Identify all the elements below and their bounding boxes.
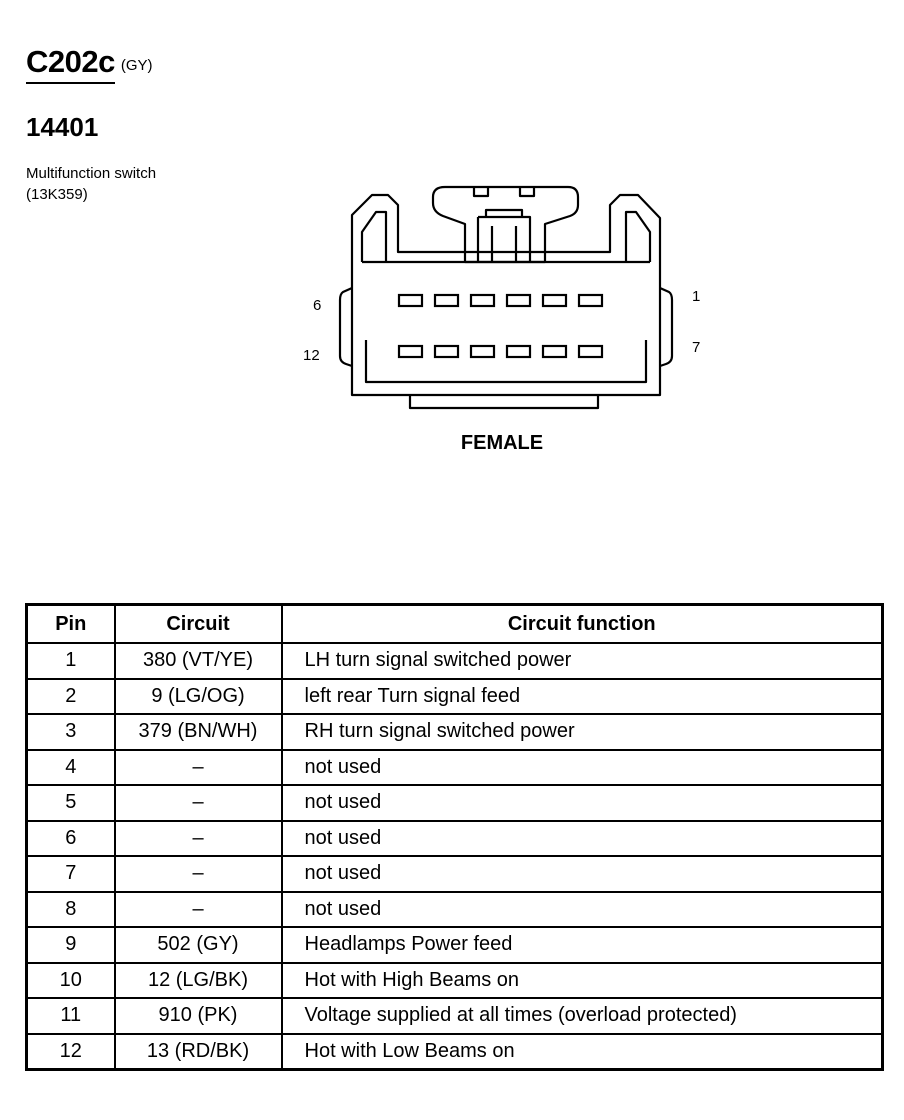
- circuit-cell: –: [113, 819, 283, 857]
- column-header-circuit-function: Circuit function: [280, 603, 884, 644]
- pin-number-cell: 12: [25, 1032, 116, 1071]
- circuit-cell: 12 (LG/BK): [113, 961, 283, 999]
- table-row: 4–not used: [25, 748, 884, 786]
- bottom-ledge: [408, 395, 600, 410]
- circuit-function-cell: Headlamps Power feed: [280, 926, 884, 964]
- circuit-function-cell: not used: [280, 748, 884, 786]
- pin-number-cell: 6: [25, 819, 116, 857]
- table-header-row: Pin Circuit Circuit function: [25, 603, 884, 644]
- pin-label-top-right: 1: [692, 288, 700, 305]
- circuit-function-cell: RH turn signal switched power: [280, 713, 884, 751]
- connector-housing-outline: [350, 193, 662, 397]
- connector-color: (GY): [120, 57, 153, 74]
- table-row: 8–not used: [25, 890, 884, 928]
- pin-number-cell: 11: [25, 997, 116, 1035]
- connector-face-diagram: 6 12 1 7 FEMALE: [303, 185, 700, 454]
- connector-code: C202c: [26, 44, 115, 84]
- circuit-cell: –: [113, 748, 283, 786]
- circuit-cell: 910 (PK): [113, 997, 283, 1035]
- connector-gender-label: FEMALE: [461, 432, 543, 454]
- pin-cavity: [469, 293, 496, 308]
- column-header-pin: Pin: [25, 603, 116, 644]
- circuit-cell: 502 (GY): [113, 926, 283, 964]
- circuit-function-cell: not used: [280, 819, 884, 857]
- circuit-cell: –: [113, 890, 283, 928]
- pin-cavity: [505, 344, 532, 359]
- description-part-code: (13K359): [26, 186, 88, 203]
- pin-number-cell: 7: [25, 855, 116, 893]
- pin-label-top-left: 6: [313, 297, 321, 314]
- circuit-cell: 379 (BN/WH): [113, 713, 283, 751]
- circuit-function-cell: not used: [280, 784, 884, 822]
- pin-number-cell: 1: [25, 642, 116, 680]
- circuit-function-cell: left rear Turn signal feed: [280, 677, 884, 715]
- pin-label-bottom-right: 7: [692, 339, 700, 356]
- circuit-function-cell: not used: [280, 890, 884, 928]
- circuit-function-cell: Hot with Low Beams on: [280, 1032, 884, 1071]
- circuit-function-cell: Voltage supplied at all times (overload …: [280, 997, 884, 1035]
- pin-cavity: [433, 344, 460, 359]
- pin-cavity: [541, 344, 568, 359]
- pin-number-cell: 8: [25, 890, 116, 928]
- pin-number-cell: 9: [25, 926, 116, 964]
- left-side-latch: [338, 286, 353, 368]
- circuit-cell: –: [113, 855, 283, 893]
- component-description: Multifunction switch (13K359): [26, 163, 156, 205]
- part-number: 14401: [26, 112, 99, 142]
- connector-header: C202c (GY): [26, 44, 153, 84]
- circuit-cell: 13 (RD/BK): [113, 1032, 283, 1071]
- circuit-cell: 380 (VT/YE): [113, 642, 283, 680]
- pin-cavity: [541, 293, 568, 308]
- description-name: Multifunction switch: [26, 165, 157, 182]
- pin-cavity: [433, 293, 460, 308]
- pin-number-cell: 5: [25, 784, 116, 822]
- pin-cavity: [397, 293, 424, 308]
- circuit-cell: 9 (LG/OG): [113, 677, 283, 715]
- locking-tab: [431, 185, 580, 264]
- circuit-function-cell: LH turn signal switched power: [280, 642, 884, 680]
- pin-cavity: [397, 344, 424, 359]
- pin-cavity: [577, 293, 604, 308]
- pin-cavity: [505, 293, 532, 308]
- pin-cavity: [577, 344, 604, 359]
- table-row: 6–not used: [25, 819, 884, 857]
- pin-number-cell: 3: [25, 713, 116, 751]
- pin-label-bottom-left: 12: [303, 347, 320, 364]
- table-row: 5–not used: [25, 784, 884, 822]
- circuit-cell: –: [113, 784, 283, 822]
- column-header-circuit: Circuit: [113, 603, 283, 644]
- pin-number-cell: 10: [25, 961, 116, 999]
- table-row: 7–not used: [25, 855, 884, 893]
- pin-number-cell: 2: [25, 677, 116, 715]
- circuit-function-cell: Hot with High Beams on: [280, 961, 884, 999]
- pin-number-cell: 4: [25, 748, 116, 786]
- right-side-latch: [659, 286, 674, 368]
- pin-cavity: [469, 344, 496, 359]
- circuit-function-cell: not used: [280, 855, 884, 893]
